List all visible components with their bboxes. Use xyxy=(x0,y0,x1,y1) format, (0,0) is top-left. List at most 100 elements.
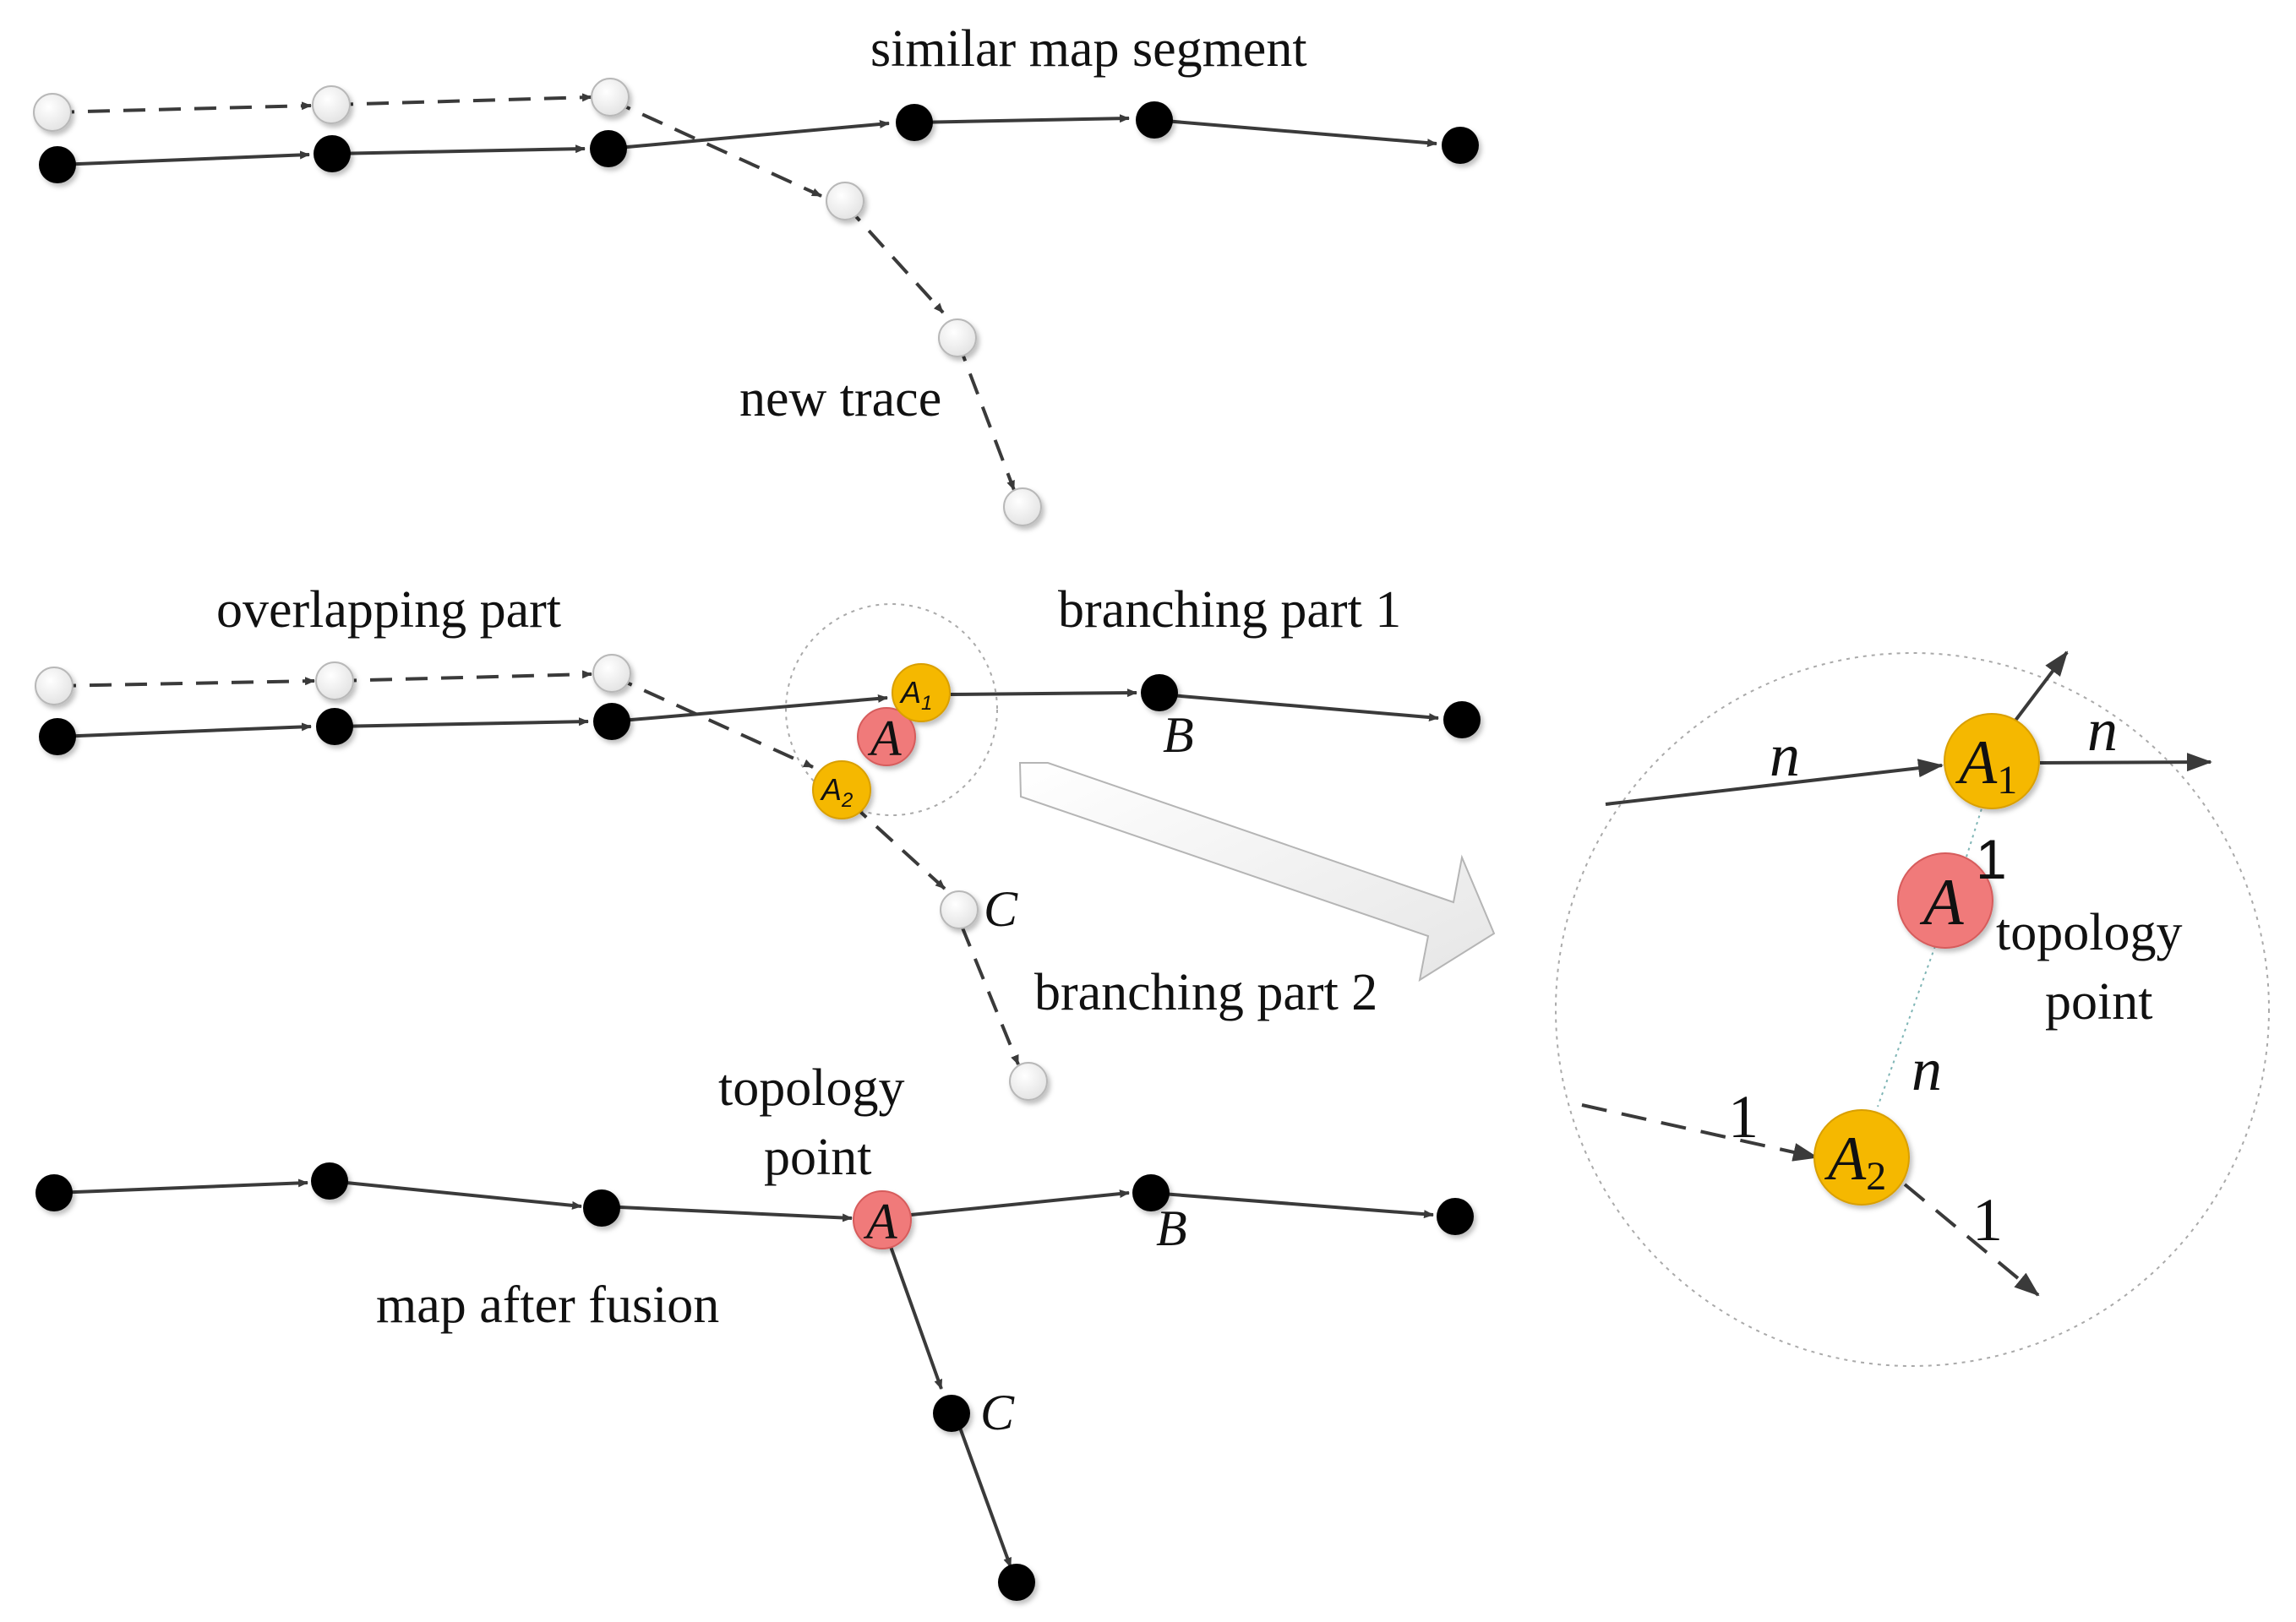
map-node xyxy=(583,1189,620,1227)
cardinality-out-a1: n xyxy=(2087,696,2118,764)
trace-edge xyxy=(334,670,592,683)
cardinality-a-a2: n xyxy=(1912,1036,1942,1103)
map-node xyxy=(896,104,933,141)
map-edge xyxy=(601,1205,853,1222)
edge-out-a1 xyxy=(2039,753,2212,772)
trace-edge xyxy=(609,98,822,198)
map-edge xyxy=(950,689,1137,698)
zoom-panel: A1 A A2 n n 1 n 1 1 topology point xyxy=(1555,650,2270,1367)
fused-node-b-label: B xyxy=(1156,1200,1187,1256)
zoom-node-a2 xyxy=(1813,1109,1910,1206)
node-c-label: C xyxy=(984,881,1018,937)
map-segment-edges xyxy=(57,114,1437,166)
map-edge xyxy=(329,1179,582,1210)
middle-map-edges xyxy=(57,689,1439,738)
trace-node xyxy=(315,661,354,700)
zoom-node-a xyxy=(1897,852,1993,949)
zoom-arrow xyxy=(1018,762,1496,982)
map-nodes xyxy=(39,101,1479,183)
trace-edge xyxy=(611,674,814,769)
topology-node-a xyxy=(857,707,916,766)
cardinality-out-a2: 1 xyxy=(1972,1186,2003,1254)
branching-part-1-label: branching part 1 xyxy=(1058,581,1401,639)
map-edge xyxy=(958,1427,1012,1568)
map-node xyxy=(1437,1198,1474,1235)
zoom-edges xyxy=(1581,650,2212,1297)
map-node xyxy=(590,130,627,167)
map-edge xyxy=(913,114,1130,124)
map-node xyxy=(998,1564,1035,1601)
trace-node xyxy=(938,318,977,357)
map-edge xyxy=(57,722,312,738)
trace-edge xyxy=(330,93,592,106)
middle-trace-edges xyxy=(53,670,1020,1065)
map-edge xyxy=(887,1241,943,1390)
map-edge xyxy=(1160,693,1439,722)
trace-edge xyxy=(848,801,946,890)
zoom-topology-label-line1: topology xyxy=(1996,904,2182,961)
map-node xyxy=(314,135,351,172)
zoom-circle xyxy=(1555,652,2270,1367)
branch-node-a1 xyxy=(892,663,951,722)
map-node-b xyxy=(1141,674,1178,711)
zoom-node-a2-label: A2 xyxy=(1824,1124,1886,1199)
trace-node xyxy=(1003,487,1042,526)
topology-node-a xyxy=(853,1190,912,1249)
fused-node-a-label: A xyxy=(863,1194,897,1249)
branching-part-2-label: branching part 2 xyxy=(1034,964,1377,1021)
zoom-node-a1 xyxy=(1944,713,2040,809)
map-node-c xyxy=(933,1395,970,1432)
trace-node-c xyxy=(940,890,979,929)
map-edge xyxy=(334,717,589,728)
zoom-topology-label-line2: point xyxy=(2045,973,2152,1031)
middle-map-nodes xyxy=(39,674,1481,755)
trace-edge xyxy=(53,677,315,688)
topology-point-label-line1: topology xyxy=(718,1059,904,1117)
map-after-fusion-label: map after fusion xyxy=(376,1276,719,1334)
fused-map-nodes xyxy=(35,1162,1474,1601)
trace-node xyxy=(33,93,72,132)
trace-node xyxy=(35,667,74,705)
map-node xyxy=(1442,127,1479,164)
map-node xyxy=(593,703,630,740)
node-a-label: A xyxy=(867,710,902,766)
map-node xyxy=(39,718,76,755)
branch-node-a2 xyxy=(812,760,871,819)
map-node-b xyxy=(1132,1174,1170,1211)
map-edge xyxy=(331,144,586,155)
topology-point-label-line2: point xyxy=(764,1129,871,1186)
map-edge xyxy=(1153,118,1437,148)
zoom-node-a1-label: A1 xyxy=(1955,728,2017,803)
trace-node xyxy=(1009,1062,1048,1101)
new-trace-edges xyxy=(52,93,1016,491)
trace-node xyxy=(312,85,351,124)
new-trace-label: new trace xyxy=(739,370,941,427)
bottom-panel: A B C topology point map after fusion xyxy=(35,1059,1474,1601)
cardinality-in-a2: 1 xyxy=(1728,1083,1759,1151)
fused-node-c-label: C xyxy=(980,1385,1015,1440)
map-node xyxy=(316,708,353,745)
cardinality-in-a1: n xyxy=(1770,721,1800,789)
map-node xyxy=(1443,701,1481,738)
edge-in-a2 xyxy=(1581,1103,1819,1162)
trace-edge xyxy=(52,101,312,114)
map-edge xyxy=(57,150,310,166)
trace-edge xyxy=(956,340,1016,491)
map-node xyxy=(35,1174,73,1211)
similar-map-segment-label: similar map segment xyxy=(870,20,1307,78)
node-a1-label: A1 xyxy=(899,675,932,715)
trace-edge xyxy=(960,925,1020,1065)
fused-map-edges xyxy=(53,1178,1434,1568)
map-node xyxy=(39,146,76,183)
map-node xyxy=(1136,101,1173,139)
cardinality-a-a1: 1 xyxy=(1976,828,2007,890)
node-b-label: B xyxy=(1163,707,1194,763)
top-panel: similar map segment new trace xyxy=(33,20,1479,526)
overlapping-part-label: overlapping part xyxy=(216,581,561,639)
node-a2-label: A2 xyxy=(820,772,853,812)
middle-trace-nodes xyxy=(35,654,1048,1101)
zoom-source-circle xyxy=(785,603,998,816)
map-edge xyxy=(608,120,890,150)
link-a-a2 xyxy=(1877,945,1936,1108)
